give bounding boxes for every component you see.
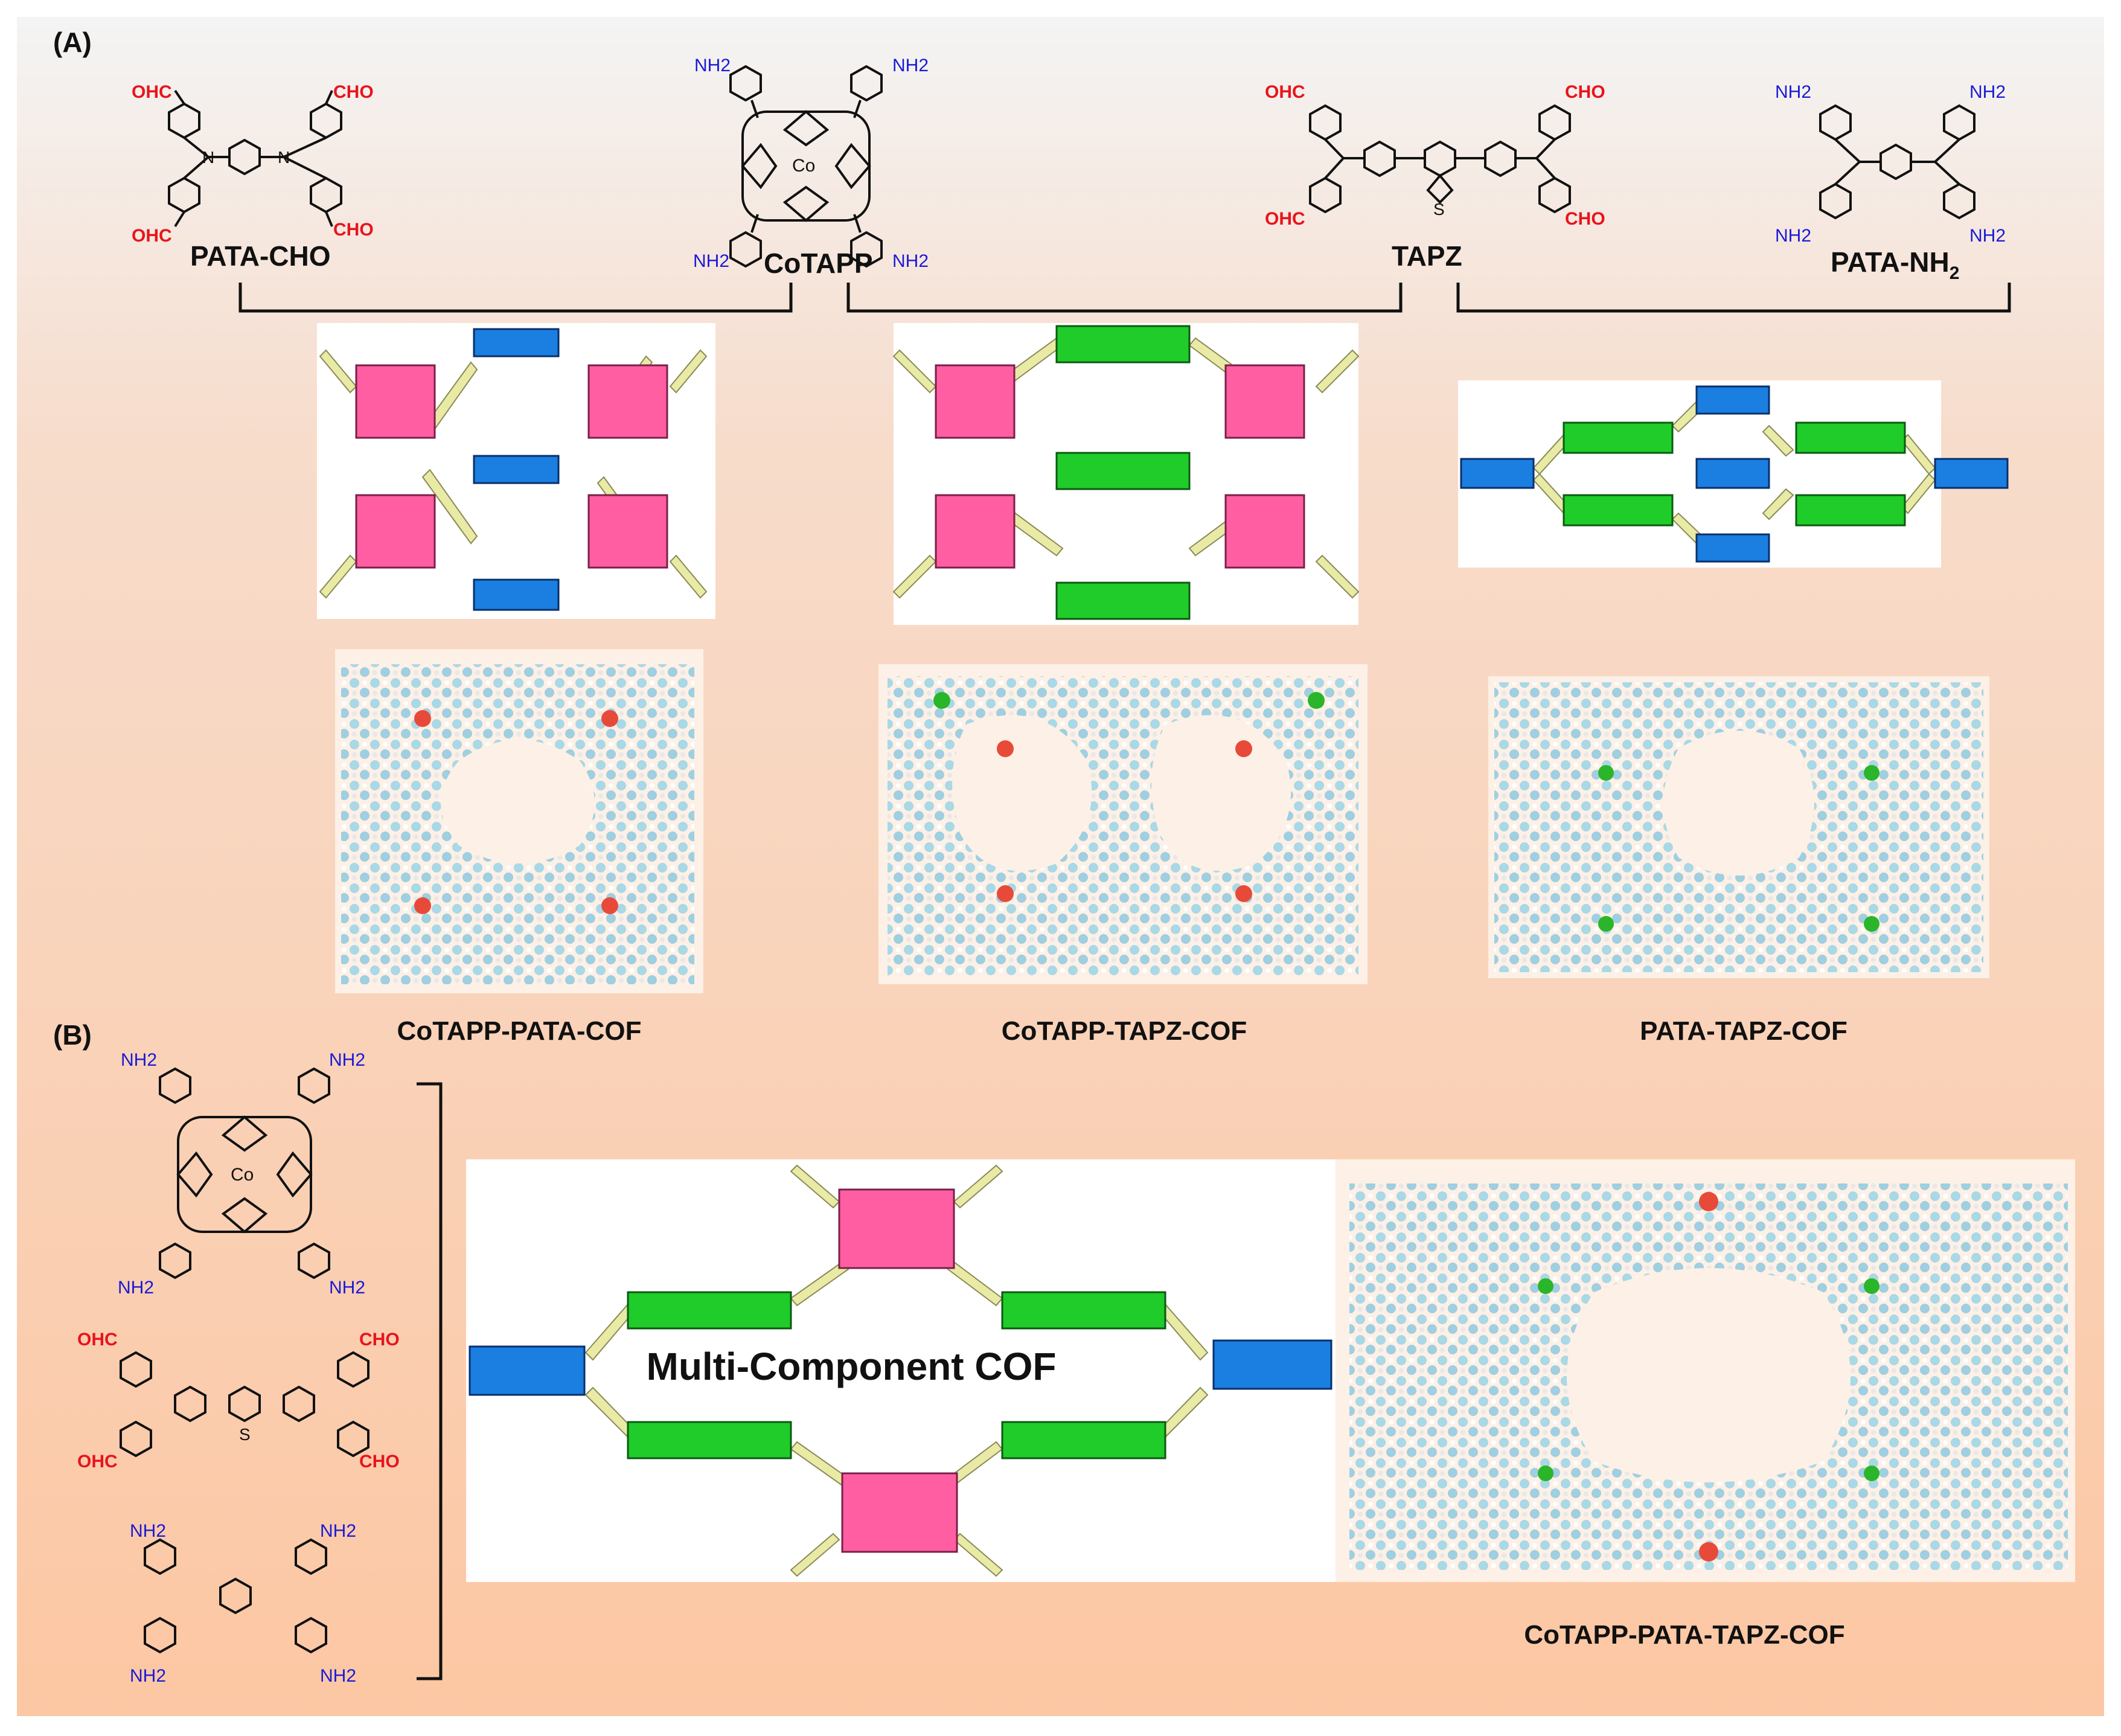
panel-label-b: (B) (53, 1019, 92, 1051)
model-cotapp-tapz-cof (878, 664, 1368, 984)
cotapp-b-nh2-bl: NH2 (118, 1278, 154, 1298)
tapz-structure-b (120, 1351, 369, 1458)
tapz-b-group-tl: OHC (77, 1330, 118, 1350)
model-pata-tapz-cof (1488, 676, 1989, 978)
label-multi-cof: CoTAPP-PATA-TAPZ-COF (1524, 1620, 1844, 1650)
pata-nh2-b-group-bl: NH2 (130, 1666, 166, 1686)
cotapp-b-nh2-tr: NH2 (329, 1050, 365, 1070)
cotapp-b-nh2-br: NH2 (329, 1278, 365, 1298)
topology-cotapp-pata (319, 328, 708, 611)
cotapp-b-nh2-tl: NH2 (121, 1050, 157, 1070)
pata-nh2-b-group-tr: NH2 (320, 1521, 356, 1541)
tapz-group-bl: OHC (1265, 209, 1305, 229)
pata-cho-structure (168, 89, 342, 228)
pata-nh2-group-tl: NH2 (1775, 82, 1811, 102)
cotapp-nh2-bl: NH2 (693, 251, 729, 271)
tapz-group-tr: CHO (1565, 82, 1605, 102)
tapz-group-tl: OHC (1265, 82, 1305, 102)
model-cotapp-pata-cof (335, 649, 703, 993)
tapz-s: S (1433, 200, 1445, 219)
pata-nh2-structure-b (144, 1538, 327, 1654)
pata-cho-group-tr: CHO (333, 82, 374, 102)
tapz-structure (1309, 104, 1571, 214)
label-pata-tapz-cof: PATA-TAPZ-COF (1640, 1016, 1847, 1046)
cotapp-nh2-br: NH2 (892, 251, 929, 271)
cotapp-b-metal: Co (231, 1165, 254, 1185)
pata-cho-group-tl: OHC (132, 82, 172, 102)
pata-nh2-name: PATA-NH2 (1831, 246, 1959, 283)
pata-cho-n-right: N (278, 148, 290, 167)
pata-cho-name: PATA-CHO (190, 240, 331, 272)
multi-component-label: Multi-Component COF (647, 1345, 1057, 1388)
cotapp-name: CoTAPP (764, 248, 873, 279)
panel-label-a: (A) (53, 27, 92, 58)
model-multi-component-cof (1336, 1159, 2075, 1582)
pata-cho-group-bl: OHC (132, 226, 172, 246)
tapz-group-br: CHO (1565, 209, 1605, 229)
cotapp-nh2-tl: NH2 (694, 56, 731, 75)
tapz-b-s: S (239, 1425, 251, 1444)
pata-nh2-b-group-br: NH2 (320, 1666, 356, 1686)
topology-multi-component (469, 1164, 1332, 1577)
pata-cho-group-br: CHO (333, 220, 374, 240)
cotapp-metal: Co (792, 156, 815, 176)
tapz-b-group-br: CHO (359, 1452, 400, 1472)
cotapp-nh2-tr: NH2 (892, 56, 929, 75)
panel-b-bracket (417, 1082, 443, 1680)
tapz-name: TAPZ (1392, 240, 1462, 272)
cotapp-structure (729, 65, 883, 268)
tapz-b-group-bl: OHC (77, 1452, 118, 1472)
pata-nh2-group-br: NH2 (1969, 226, 2006, 246)
pata-cho-n-left: N (202, 148, 214, 167)
pairing-brackets (238, 283, 2011, 313)
cotapp-structure-b (159, 1067, 330, 1280)
pata-nh2-group-tr: NH2 (1969, 82, 2006, 102)
tapz-b-group-tr: CHO (359, 1330, 400, 1350)
pata-nh2-group-bl: NH2 (1775, 226, 1811, 246)
topology-cotapp-tapz (892, 325, 1360, 620)
label-cotapp-pata-cof: CoTAPP-PATA-COF (397, 1016, 642, 1046)
pata-nh2-structure (1819, 104, 1975, 220)
topology-pata-tapz (1460, 385, 2009, 563)
pata-nh2-b-group-tl: NH2 (130, 1521, 166, 1541)
label-cotapp-tapz-cof: CoTAPP-TAPZ-COF (1002, 1016, 1247, 1046)
